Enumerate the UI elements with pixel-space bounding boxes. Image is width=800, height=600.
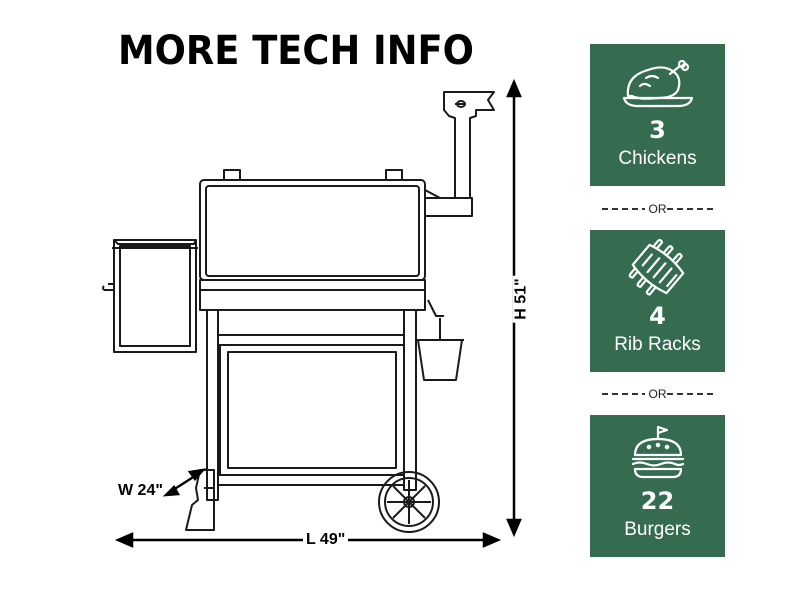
capacity-card-rib-racks: 4 Rib Racks (590, 230, 725, 372)
capacity-label: Burgers (624, 519, 691, 540)
capacity-label: Rib Racks (614, 334, 701, 355)
capacity-label: Chickens (618, 148, 697, 169)
width-dimension-label: W 24" (118, 482, 163, 500)
capacity-count: 22 (640, 487, 675, 515)
capacity-count: 4 (649, 302, 666, 330)
grill-diagram (102, 78, 522, 548)
length-dimension-label: L 49" (303, 531, 349, 549)
page-title: MORE TECH INFO (118, 28, 474, 74)
chicken-icon (590, 52, 725, 112)
or-text: OR (644, 387, 671, 401)
or-separator: OR (590, 385, 725, 401)
capacity-card-burgers: 22 Burgers (590, 415, 725, 557)
or-text: OR (644, 202, 671, 216)
or-separator: OR (590, 200, 725, 216)
height-dimension-label: H 51" (512, 275, 531, 323)
capacity-count: 3 (649, 116, 666, 144)
ribs-icon (590, 238, 725, 298)
capacity-card-chickens: 3 Chickens (590, 44, 725, 186)
burger-icon (590, 423, 725, 483)
